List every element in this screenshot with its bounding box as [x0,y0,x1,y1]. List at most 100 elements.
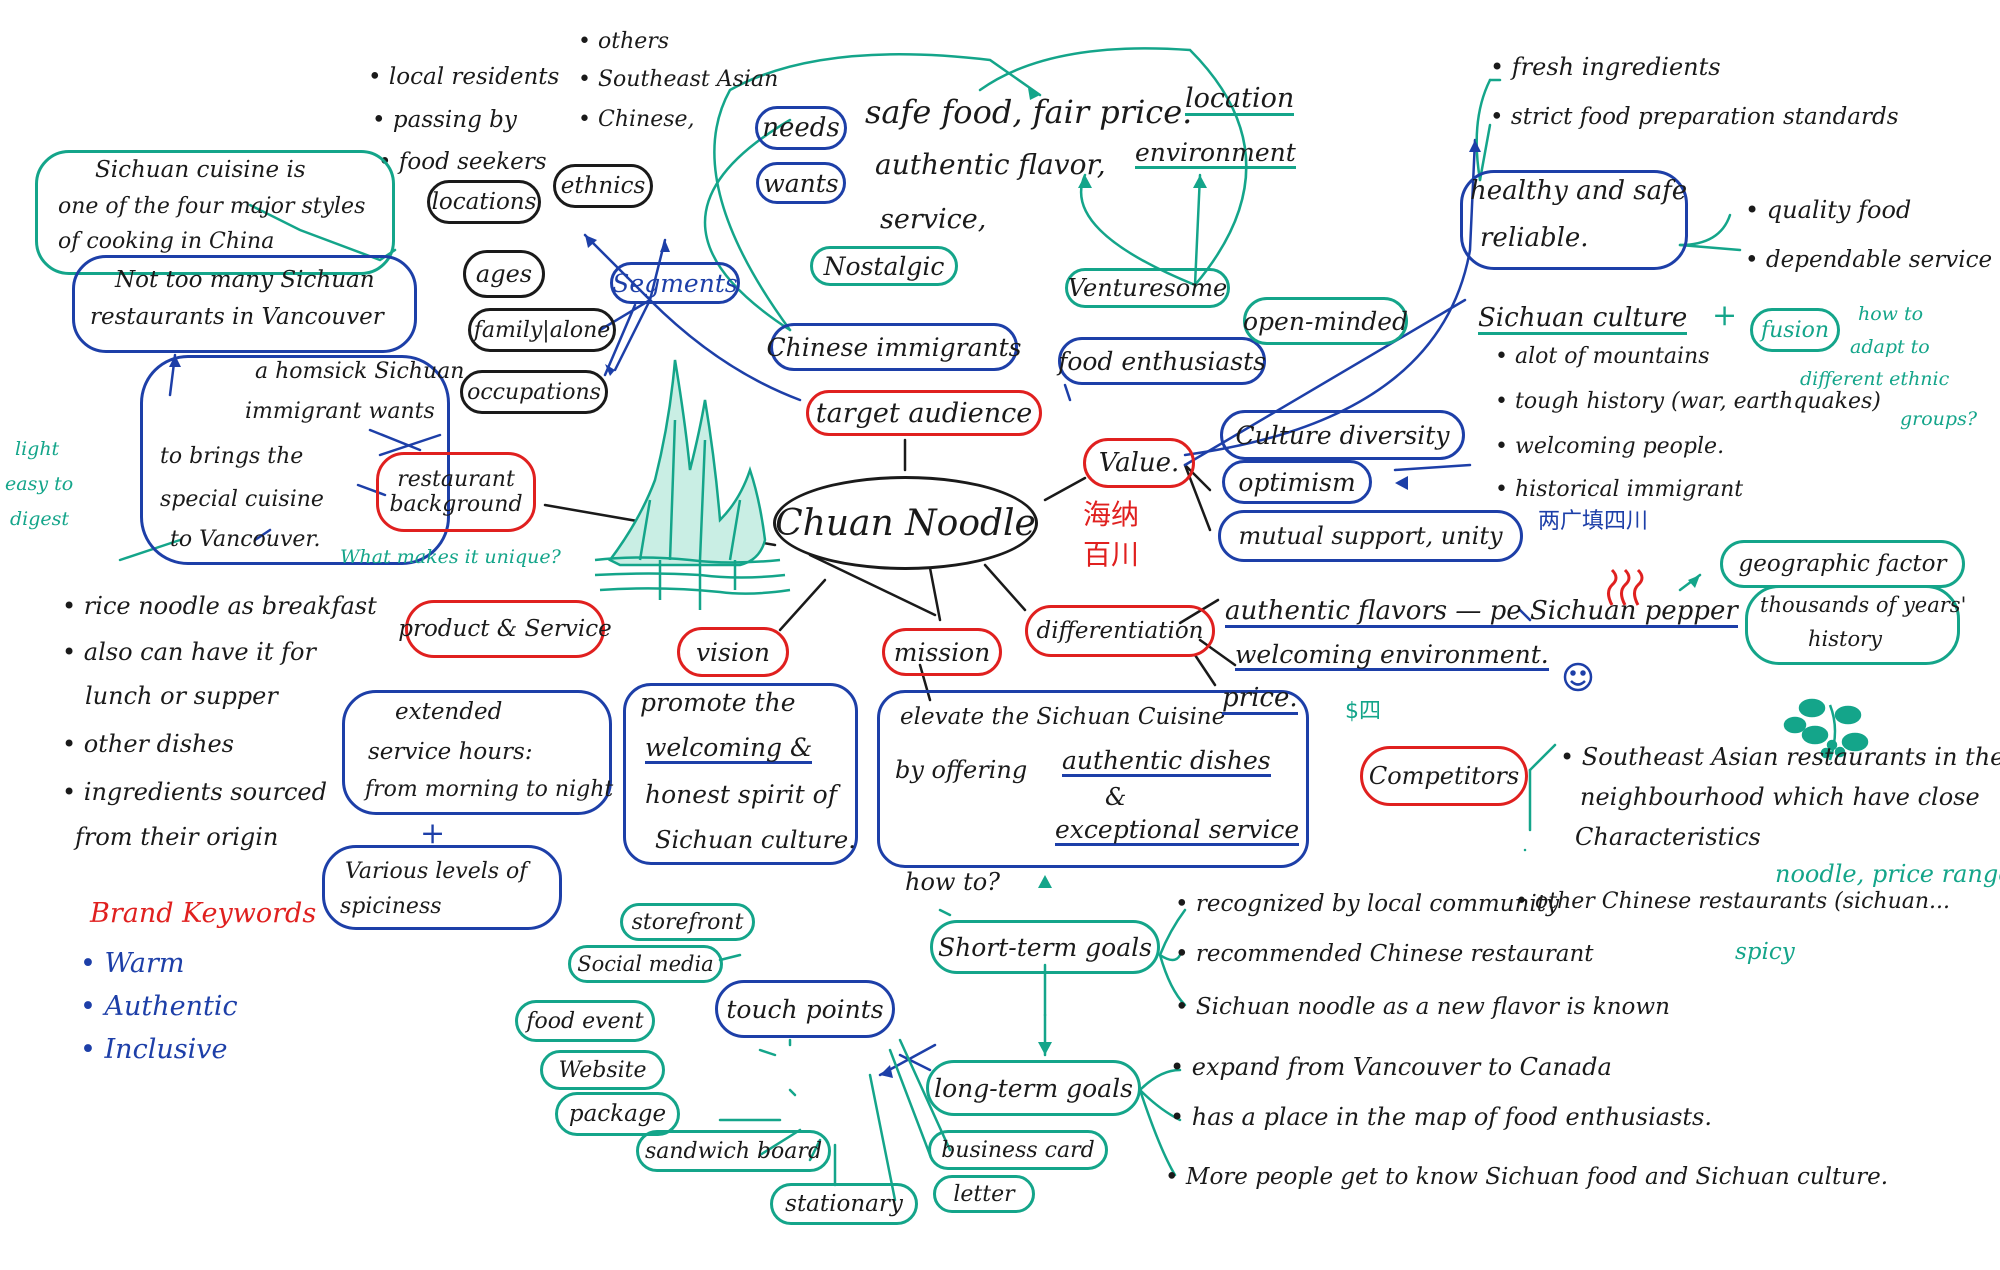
history-line: thousands of years' [1760,593,1967,617]
location-label: location [1185,84,1295,117]
fusion-note: groups? [1900,408,1978,430]
culture-item: historical immigrant [1495,478,1743,501]
vision-line: honest spirit of [645,780,837,809]
fusion-note: different ethnic [1800,368,1950,390]
fusion-node: fusion [1750,308,1840,352]
history-line: history [1808,627,1883,651]
long-term-goals-node: long-term goals [926,1060,1141,1116]
mountain-sketch [594,359,791,610]
history-box [1745,585,1960,665]
touchpoint-business-card: business card [928,1130,1108,1170]
mission-line: elevate the Sichuan Cuisine [900,704,1226,730]
fact2-line: restaurants in Vancouver [90,304,384,330]
mission-box [877,690,1309,868]
food-enthusiasts-node: food enthusiasts [1058,337,1266,385]
background-label-line1: restaurant [397,467,515,492]
target-audience-node: target audience [806,390,1042,436]
brand-keyword: Authentic [80,992,238,1021]
plus-sign: + [420,816,446,851]
mission-line: authentic dishes [1062,747,1271,778]
touchpoint-letter: letter [933,1175,1035,1213]
location-item: food seekers [378,150,547,174]
long-goal-item: More people get to know Sichuan food and… [1165,1165,1888,1189]
competitors-node: Competitors [1360,746,1528,806]
ethnic-item: Southeast Asian [578,68,778,91]
light-note: light [15,438,60,460]
vision-line: promote the [640,688,796,717]
ages-node: ages [463,250,545,298]
nostalgic-node: Nostalgic [810,246,958,286]
spice-line: Various levels of [345,859,528,884]
spice-box [322,845,562,930]
service-label: service, [880,204,987,235]
fact3-line: to Vancouver. [170,527,321,552]
open-minded-label: open-minded [1243,306,1409,336]
wants-node: wants [756,162,846,204]
hours-line: extended [395,699,503,725]
sichuan-culture-title: Sichuan culture [1478,304,1688,336]
fact3-box [140,355,450,565]
value-node: Value. [1083,438,1195,488]
hours-line: from morning to night [365,777,614,802]
fact3-line: a homsick Sichuan [255,359,465,384]
fact2-line: Not too many Sichuan [115,267,375,293]
background-label-line2: background [389,492,523,517]
chinese-immigrants-label: Chinese immigrants [766,332,1022,362]
touchpoint-label: Website [558,1057,647,1083]
short-goal-item: recognized by local community [1175,892,1559,916]
family-node: family|alone [468,308,616,352]
touchpoint-website: Website [540,1050,665,1090]
culture-diversity-label: Culture diversity [1235,420,1450,450]
product-item: rice noodle as breakfast [62,593,377,619]
quality-item: quality food [1745,197,1911,223]
culture-item: alot of mountains [1495,345,1710,368]
brand-keyword: Inclusive [80,1035,228,1064]
optimism-node: optimism [1222,460,1372,504]
unique-note: What makes it unique? [340,546,561,568]
fact1-line: of cooking in China [58,229,275,254]
fact3-line: to brings the [160,444,304,469]
how-to-text: how to? [905,868,1001,896]
optimism-label: optimism [1238,467,1356,497]
needs-text: safe food, fair price. [865,93,1193,131]
differentiation-label: differentiation [1036,618,1204,644]
fact1-line: one of the four major styles [58,194,366,219]
light-note: easy to [5,473,74,495]
center-label: Chuan Noodle [775,502,1036,544]
fact1-box [35,150,395,275]
vision-box [623,683,858,865]
reliable-label: reliable. [1480,223,1589,253]
short-goal-item: Sichuan noodle as a new flavor is known [1175,995,1670,1019]
ages-label: ages [475,260,533,288]
touchpoint-sandwich-board: sandwich board [636,1130,831,1172]
product-item: lunch or supper [85,682,278,710]
mission-line: & [1105,783,1127,811]
location-item: passing by [372,108,517,132]
touchpoint-package: package [555,1092,680,1136]
mutual-support-label: mutual support, unity [1238,522,1503,550]
touchpoint-label: Social media [577,952,714,976]
fact3-line: immigrant wants [245,399,435,424]
mission-line: exceptional service [1055,816,1300,847]
value-chinese: 百川 [1083,538,1140,571]
hours-line: service hours: [368,739,533,765]
wants-text: authentic flavor, [875,148,1106,181]
competitor-line: Characteristics [1575,823,1761,851]
nostalgic-label: Nostalgic [823,251,945,281]
product-service-node: product & Service [398,600,612,658]
culture-diversity-node: Culture diversity [1220,410,1465,460]
fact3-line: special cuisine [160,487,324,512]
culture-chinese: 两广填四川 [1538,509,1649,534]
environment-text: welcoming environment. [1235,641,1549,672]
hours-box [342,690,612,815]
touchpoint-label: storefront [631,909,744,935]
fusion-note: adapt to [1850,336,1930,358]
long-term-label: long-term goals [934,1073,1133,1103]
flavor-text: authentic flavors — pe Sichuan pepper [1225,597,1738,629]
touchpoint-label: food event [526,1008,644,1034]
brand-keywords-title: Brand Keywords [90,898,317,929]
mission-line: by offering [895,756,1028,784]
fresh-item: fresh ingredients [1490,54,1721,80]
chili-icon [1607,568,1644,606]
ethnic-item: others [578,30,669,53]
